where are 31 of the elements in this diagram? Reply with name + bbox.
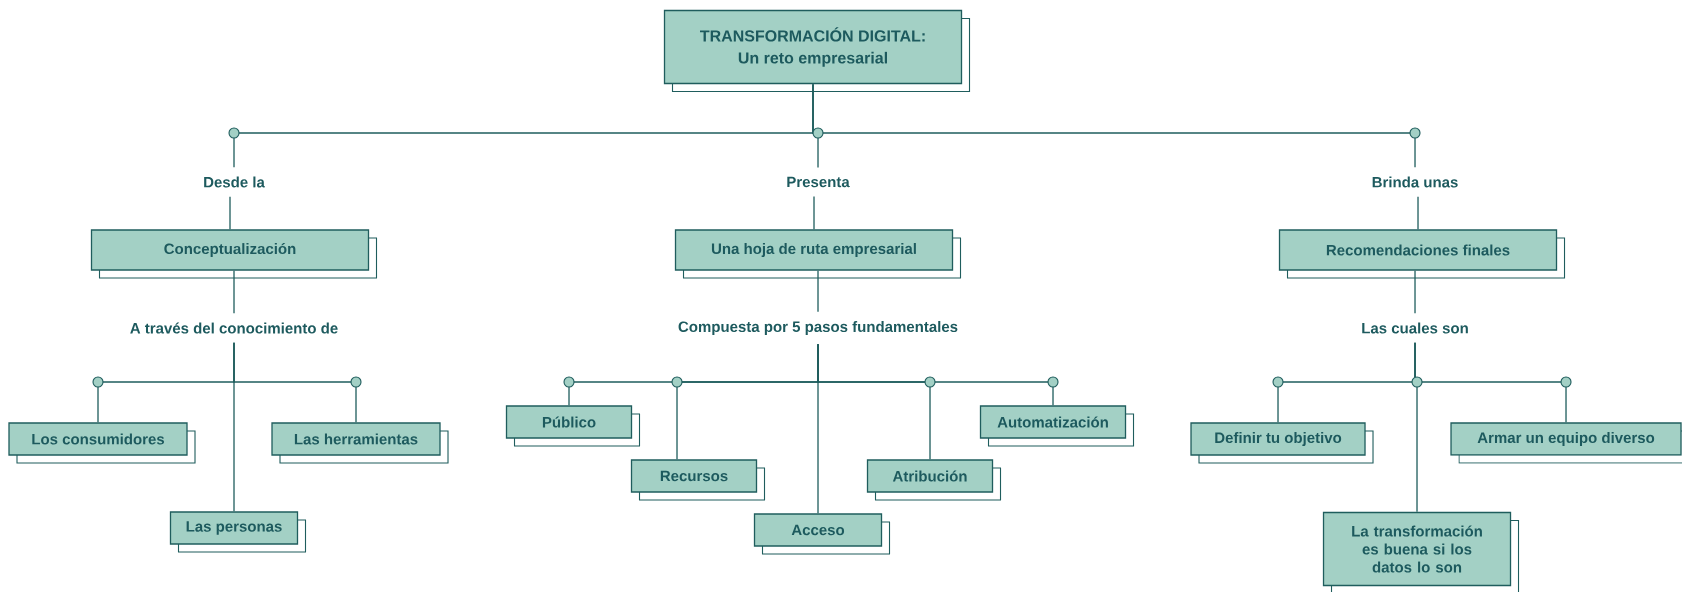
connector-line xyxy=(1417,196,1419,230)
connector-line xyxy=(817,270,819,313)
concept-box: Atribución xyxy=(866,459,1002,501)
linking-phrase: A través del conocimiento de xyxy=(120,313,348,343)
concept-box: Definir tu objetivo xyxy=(1190,422,1374,464)
connector-line xyxy=(233,342,235,512)
concept-box: Conceptualización xyxy=(90,229,378,279)
connector-line xyxy=(1414,270,1416,314)
connector-line xyxy=(1414,342,1418,513)
connector-line xyxy=(813,195,815,230)
concept-box: Los consumidores xyxy=(8,422,196,464)
connector-line xyxy=(812,83,1416,168)
concept-box: Automatización xyxy=(979,405,1135,447)
concept-box: Las personas xyxy=(169,511,307,553)
linking-phrase: Brinda unas xyxy=(1362,167,1468,197)
connector-line xyxy=(229,196,231,230)
connector-line xyxy=(817,343,1054,406)
concept-box: La transformación es buena si los datos lo son xyxy=(1322,511,1520,592)
concept-box: Recomendaciones finales xyxy=(1278,229,1566,279)
linking-phrase: Las cuales son xyxy=(1352,313,1478,343)
linking-phrase: Compuesta por 5 pasos fundamentales xyxy=(668,312,968,344)
connector-line xyxy=(233,270,235,314)
linking-phrase: Desde la xyxy=(194,167,274,197)
concept-box: Acceso xyxy=(753,513,891,555)
concept-box: Armar un equipo diverso xyxy=(1450,422,1682,464)
concept-box: Público xyxy=(505,405,641,447)
concept-box: Una hoja de ruta empresarial xyxy=(674,229,962,279)
linking-phrase: Presenta xyxy=(777,167,859,197)
concept-box: Recursos xyxy=(630,459,766,501)
concept-box: Las herramientas xyxy=(271,422,449,464)
title-box: TRANSFORMACIÓN DIGITAL: Un reto empresarial xyxy=(663,9,971,93)
